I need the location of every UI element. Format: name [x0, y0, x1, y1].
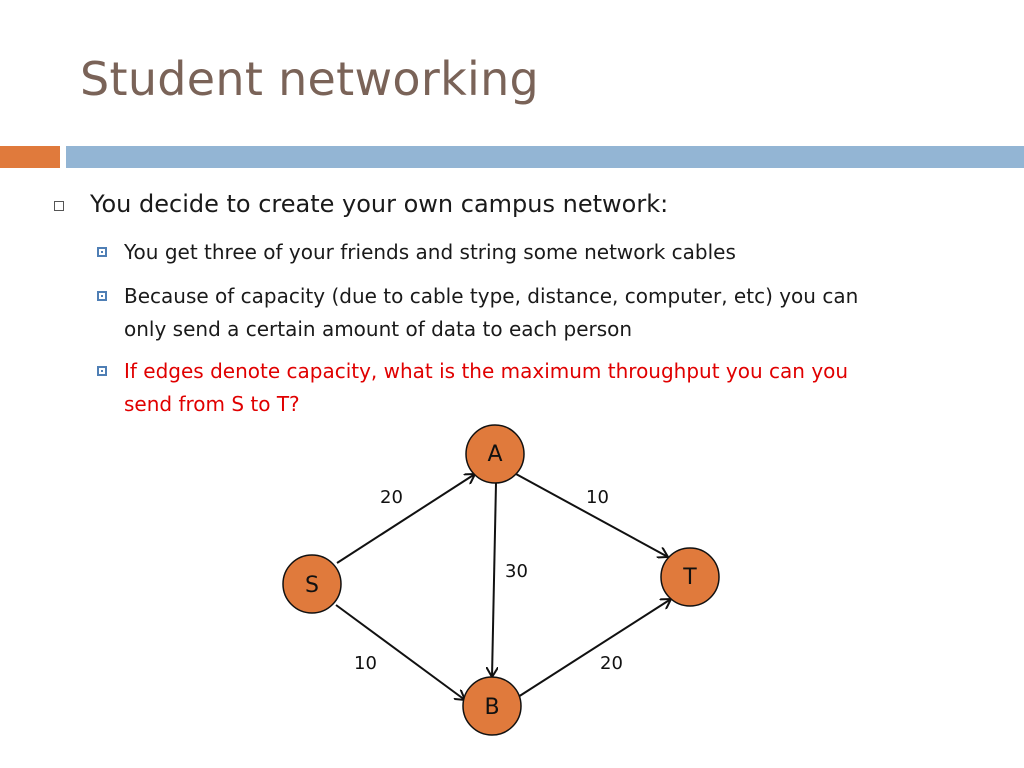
sub-bullet-2: Because of capacity (due to cable type, … [124, 284, 859, 341]
sub-bullet-1: You get three of your friends and string… [124, 240, 736, 264]
node-label-b: B [484, 695, 499, 720]
edge-label-a-b: 30 [505, 561, 528, 582]
header-bar-blue [66, 146, 1024, 168]
edge-a-t [515, 473, 668, 557]
edge-label-a-t: 10 [586, 487, 609, 508]
header-bar-orange [0, 146, 60, 168]
edge-a-b [492, 482, 496, 677]
edge-label-s-a: 20 [380, 487, 403, 508]
sub-bullet-icon [97, 366, 107, 376]
bullet-square-icon [54, 201, 64, 211]
sub-bullet-icon [97, 291, 107, 301]
edge-b-t [517, 599, 671, 698]
node-label-t: T [682, 565, 697, 590]
node-a [465, 424, 525, 484]
edge-label-s-b: 10 [354, 653, 377, 674]
sub-bullet-icon [97, 247, 107, 257]
sub-bullet-3-question: If edges denote capacity, what is the ma… [124, 359, 849, 416]
main-bullet-text: You decide to create your own campus net… [90, 190, 669, 218]
edge-label-b-t: 20 [600, 653, 623, 674]
node-b [462, 676, 522, 736]
node-t [660, 547, 720, 607]
edge-s-b [335, 604, 465, 700]
slide-title: Student networking [80, 52, 540, 106]
node-label-a: A [487, 442, 502, 467]
edge-s-a [336, 474, 475, 564]
node-s [282, 554, 342, 614]
node-label-s: S [305, 573, 319, 598]
